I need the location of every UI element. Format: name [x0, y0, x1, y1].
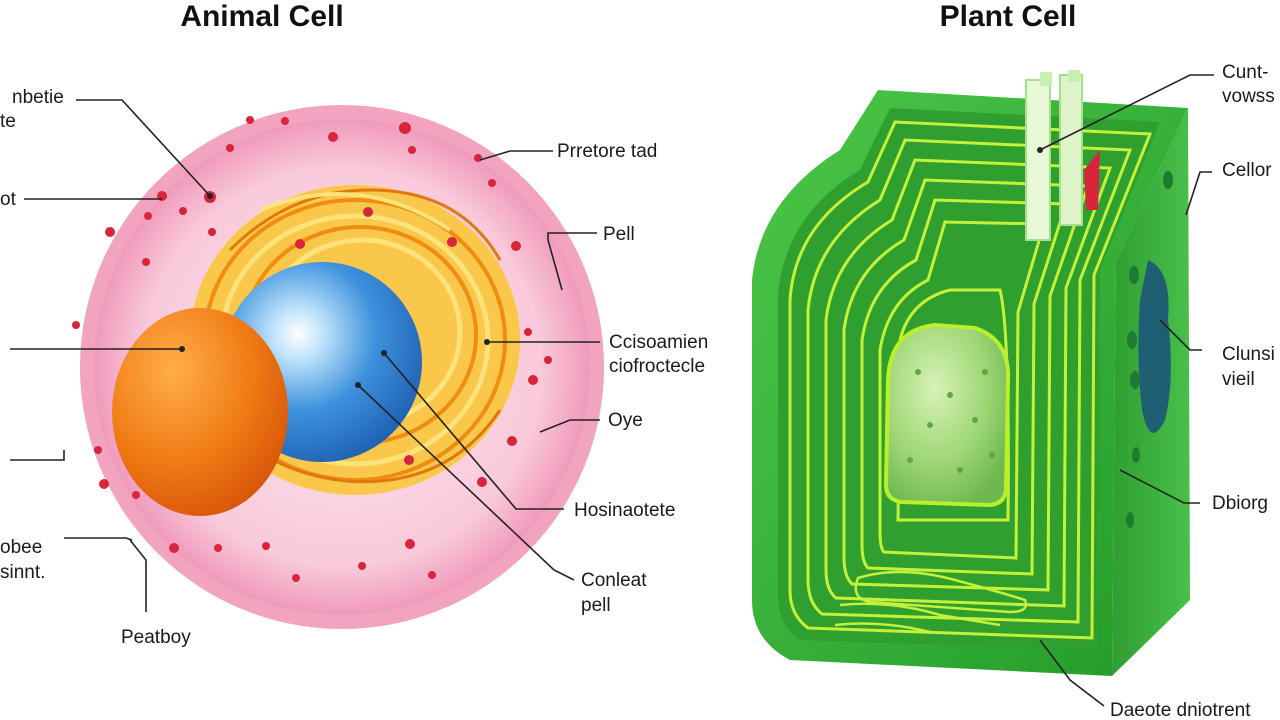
plant-cell [752, 70, 1190, 676]
orange-organelle [112, 308, 288, 516]
label-plant-r1b: vowss [1222, 86, 1275, 107]
vacuole [1138, 260, 1171, 433]
label-animal-top-left-2: te [0, 111, 16, 132]
label-plant-r3a: Clunsi [1222, 344, 1275, 365]
label-animal-bottom: Peatboy [121, 627, 191, 648]
bottom-organelles [834, 570, 1028, 634]
label-animal-bottom-left-2: sinnt. [0, 562, 45, 583]
plant-leaders [1037, 74, 1214, 707]
ribosome-dots [72, 116, 552, 582]
label-plant-r4: Dbiorg [1212, 493, 1268, 514]
top-tube [1025, 70, 1100, 241]
chloroplast-dots [907, 369, 995, 473]
thylakoid-membranes [788, 120, 1153, 640]
label-animal-bottom-left-1: obee [0, 537, 42, 558]
label-plant-r2: Cellor [1222, 160, 1272, 181]
side-pores [1126, 171, 1173, 528]
label-animal-right-6a: Conleat [581, 570, 647, 591]
label-plant-r3b: vieil [1222, 369, 1255, 390]
animal-cell-title: Animal Cell [180, 0, 343, 33]
label-animal-left-mid: ot [0, 189, 17, 210]
label-animal-top-left-1: nbetie [12, 87, 64, 108]
animal-cell [72, 105, 604, 629]
label-animal-right-6b: pell [581, 595, 611, 616]
label-animal-right-2: Pell [603, 224, 635, 245]
label-animal-right-1: Prretore tad [557, 141, 657, 162]
animal-leaders [10, 99, 600, 612]
chloroplast [883, 322, 1011, 508]
label-animal-right-5: Hosinaotete [574, 500, 675, 521]
label-animal-right-3a: Ccisoamien [609, 332, 708, 353]
label-animal-right-3b: ciofroctecle [609, 356, 705, 377]
label-plant-r1a: Cunt- [1222, 62, 1268, 83]
plant-cell-title: Plant Cell [940, 0, 1077, 33]
label-animal-right-4: Oye [608, 410, 643, 431]
label-plant-bottom: Daeote dniotrent [1110, 700, 1251, 720]
